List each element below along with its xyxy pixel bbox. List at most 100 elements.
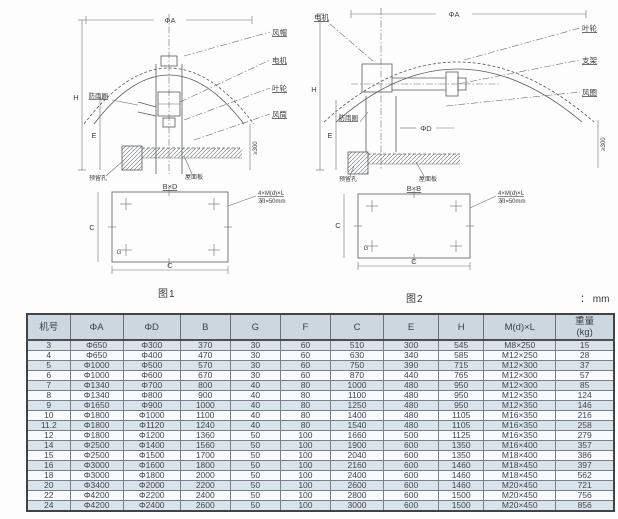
- fig1-dim-G: G: [117, 250, 122, 256]
- fig1-plan-view: B×D C C G: [89, 182, 286, 274]
- fig1-left-dimensions: H E: [73, 19, 104, 171]
- table-cell: 100: [279, 470, 331, 481]
- table-cell: 60: [279, 360, 331, 371]
- table-cell: M16×400: [483, 440, 557, 451]
- table-cell: 2400: [329, 470, 385, 481]
- table-cell: 40: [229, 420, 281, 431]
- fig2-note-line1: 4×M(d)×L: [498, 191, 525, 197]
- fig1-dim-C-left: C: [89, 223, 95, 232]
- table-cell: 100: [279, 500, 331, 512]
- table-cell: 80: [279, 420, 331, 431]
- table-cell: 50: [229, 490, 281, 501]
- table-cell: 1125: [438, 430, 485, 441]
- table-cell: 950: [438, 400, 485, 411]
- fig2-dim-C-left: C: [335, 221, 341, 230]
- table-cell: 1540: [329, 420, 385, 431]
- table-cell: 1900: [329, 440, 385, 451]
- table-cell: 30: [229, 370, 281, 381]
- table-cell: 600: [383, 460, 440, 471]
- table-cell: 357: [555, 440, 615, 451]
- table-cell: Φ700: [122, 380, 181, 391]
- table-cell: 24: [26, 500, 71, 512]
- table-cell: 50: [229, 430, 281, 441]
- table-cell: 950: [438, 380, 485, 391]
- table-cell: 40: [229, 410, 281, 421]
- figure2-drawing: ΦA ΦD: [311, 8, 607, 270]
- fig2-dim-H: H: [311, 85, 316, 94]
- table-cell: 1460: [438, 470, 485, 481]
- table-cell: 2600: [179, 500, 231, 512]
- drawing-area: ΦA H: [73, 8, 610, 305]
- table-cell: 370: [179, 339, 231, 351]
- table-cell: Φ4200: [69, 490, 124, 501]
- fig1-right-dimension-min300: ≥300: [249, 124, 259, 170]
- table-cell: 480: [383, 390, 440, 401]
- table-cell: 18: [26, 470, 71, 481]
- table-cell: 100: [279, 440, 331, 451]
- fig1-label-hole: 预留孔: [89, 174, 107, 182]
- table-cell: M20×450: [483, 490, 557, 501]
- table-cell: Φ1000: [69, 360, 124, 371]
- table-cell: Φ1200: [122, 430, 181, 441]
- table-cell: 28: [555, 350, 615, 361]
- fig1-label-rainring: 防雨圈: [89, 91, 109, 100]
- table-cell: 80: [279, 380, 331, 391]
- fig2-plan-view: B×B C C G: [335, 184, 526, 270]
- table-cell: 60: [279, 339, 331, 351]
- table-cell: 440: [383, 370, 440, 381]
- table-cell: Φ650: [69, 339, 124, 351]
- table-cell: Φ300: [122, 339, 181, 351]
- table-cell: M16×350: [483, 420, 557, 431]
- table-cell: 1100: [179, 410, 231, 421]
- fig2-label-windring: 风圈: [582, 88, 597, 97]
- fig1-roof-base: [121, 145, 242, 171]
- fig1-part-labels: 风帽 电机 叶轮 风筒 防雨圈 预留孔 屋面板: [89, 27, 288, 182]
- table-cell: 1000: [179, 400, 231, 411]
- table-cell: 585: [438, 350, 485, 361]
- table-cell: 1240: [179, 420, 231, 431]
- table-cell: 1460: [438, 480, 485, 491]
- table-cell: Φ1500: [122, 450, 181, 461]
- table-cell: 85: [555, 380, 615, 391]
- table-cell: 50: [229, 450, 281, 461]
- table-cell: Φ1120: [122, 420, 181, 431]
- table-cell: M8×250: [483, 339, 557, 351]
- fig2-roof-base: [347, 151, 460, 175]
- table-cell: Φ2400: [122, 500, 181, 512]
- table-header-cell: H: [438, 313, 485, 341]
- table-header-cell: ΦA: [69, 313, 124, 341]
- table-cell: 2400: [179, 490, 231, 501]
- table-cell: 600: [383, 480, 440, 491]
- table-cell: 1500: [438, 490, 485, 501]
- table-cell: Φ3000: [69, 470, 124, 481]
- table-cell: 750: [329, 360, 385, 371]
- table-cell: 300: [383, 339, 440, 351]
- fig1-dome-outline: [83, 67, 255, 125]
- fig1-dim-H: H: [73, 93, 78, 102]
- fig1-note-line2: 深l=50mm: [258, 197, 286, 205]
- unit-note: ： mm: [580, 294, 610, 305]
- fig1-label-roof: 屋面板: [185, 173, 203, 181]
- fig2-dim-E: E: [327, 131, 332, 140]
- table-cell: 1560: [179, 440, 231, 451]
- fig2-dim-phiA: ΦA: [449, 10, 460, 19]
- table-cell: 146: [555, 400, 615, 411]
- table-cell: Φ1800: [69, 410, 124, 421]
- table-cell: 100: [279, 430, 331, 441]
- table-cell: 600: [383, 450, 440, 461]
- table-cell: Φ500: [122, 360, 181, 371]
- table-cell: Φ1650: [69, 400, 124, 411]
- table-cell: 100: [279, 450, 331, 461]
- table-cell: 600: [383, 440, 440, 451]
- table-cell: 950: [438, 390, 485, 401]
